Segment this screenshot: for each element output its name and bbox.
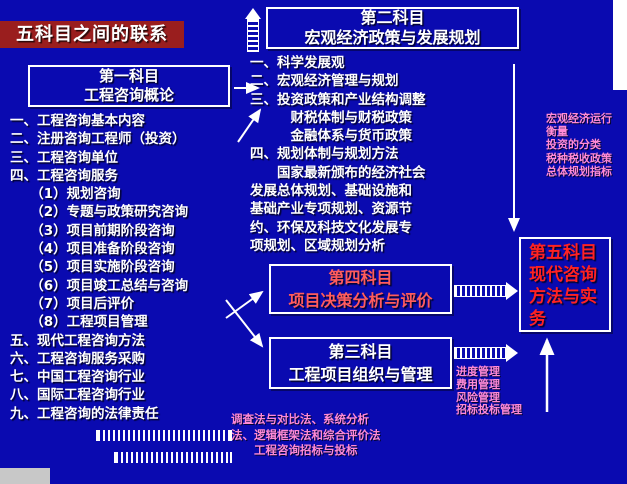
subject1-topic-item: （7）项目后评价 [10,295,135,312]
subject1-topic-item: 八、国际工程咨询行业 [10,387,145,404]
subject1-box: 第一科目 工程咨询概论 [28,65,230,107]
subject2-topic-item: 四、规划体制与规划方法 [250,146,399,163]
subject1-topic-item: 九、工程咨询的法律责任 [10,405,159,422]
arrow-head [506,344,518,362]
striped-connector-bar-top [96,430,232,441]
management-annotation-list: 进度管理费用管理风险管理招标投标管理 [456,365,522,417]
subject1-topic-item: 六、工程咨询服务采购 [10,350,145,367]
arrow-body [454,285,507,297]
subject2-subtitle: 宏观经济政策与发展规划 [304,28,481,47]
subject2-box: 第二科目 宏观经济政策与发展规划 [266,7,519,49]
macro-annotation-item: 衡量 [546,125,568,139]
arrow-body [454,347,507,359]
management-annotation-item: 招标投标管理 [456,403,522,417]
subject2-topic-item: 二、宏观经济管理与规划 [250,73,399,90]
subject3-name: 第三科目 [328,342,393,361]
methods-annotation-item: 调查法与对比法、系统分析 [231,412,369,426]
subject1-topic-list: 一、工程咨询基本内容二、注册咨询工程师（投资）三、工程咨询单位四、工程咨询服务 … [10,112,188,423]
subject1-topic-item: （6）项目竣工总结与咨询 [10,277,189,294]
arrow-up-striped-icon [245,8,261,52]
subject1-topic-item: （1）规划咨询 [10,186,121,203]
subject4-name: 第四科目 [328,268,393,287]
arrow-right-striped-subject3-to-subject5-icon [454,344,518,362]
subject1-name: 第一科目 [98,67,159,85]
subject1-subtitle: 工程咨询概论 [83,86,174,104]
arrow-list-to-subject3-icon [225,299,264,348]
subject4-box: 第四科目 项目决策分析与评价 [269,264,452,314]
subject1-topic-item: 七、中国工程咨询行业 [10,369,145,386]
arrow-body [247,19,259,52]
subject1-topic-item: （4）项目准备阶段咨询 [10,241,175,258]
macro-annotation-item: 税种税收政策 [546,151,612,165]
management-annotation-item: 进度管理 [456,365,500,378]
arrow-head [245,8,261,19]
arrow-head [506,282,518,300]
subject5-text-line: 现代咨询 [529,265,597,285]
macro-annotation-item: 总体规划指标 [546,164,612,178]
subject2-topic-item: 金融体系与货币政策 [250,128,412,145]
subject1-topic-item: 二、注册咨询工程师（投资） [10,131,186,148]
subject2-topic-item: 财税体制与财税政策 [250,109,412,126]
subject2-topic-item: 一、科学发展观 [250,55,345,71]
arrow-list-to-subject4-icon [225,290,264,319]
striped-connector-bar-bottom [114,452,232,463]
management-annotation-item: 费用管理 [456,377,500,391]
subject1-topic-item: 三、工程咨询单位 [10,149,118,166]
subject1-topic-item: （5）项目实施阶段咨询 [10,259,175,276]
subject5-text-line: 第五科目 [529,243,597,263]
subject2-topic-item: 三、投资政策和产业结构调整 [250,91,426,108]
subject1-topic-item: 一、工程咨询基本内容 [10,113,145,129]
subject2-topic-item: 发展总体规划、基础设施和 [250,183,412,200]
subject2-topic-item: 基础产业专项规划、资源节 [250,201,412,218]
subject3-subtitle: 工程项目组织与管理 [288,365,433,384]
arrow-right-striped-subject4-to-subject5-icon [454,282,518,300]
subject2-topic-list: 一、科学发展观二、宏观经济管理与规划三、投资政策和产业结构调整 财税体制与财税政… [250,54,426,255]
slide-title: 五科目之间的联系 [0,21,184,48]
methods-annotation-item: 工程咨询招标与投标 [231,443,358,457]
subject1-topic-item: 五、现代工程咨询方法 [10,332,145,349]
methods-annotation-list: 调查法与对比法、系统分析法、逻辑框架法和综合评价法 工程咨询招标与投标 [231,412,381,459]
subject2-topic-item: 约、环保及科技文化发展专 [250,219,412,236]
subject1-topic-item: （3）项目前期阶段咨询 [10,222,175,239]
subject3-box: 第三科目 工程项目组织与管理 [269,337,452,389]
subject5-box: 第五科目现代咨询方法与实务 [519,237,611,332]
subject1-topic-item: （2）专题与政策研究咨询 [10,204,189,221]
subject2-name: 第二科目 [360,8,425,27]
subject2-topic-item: 国家最新颁布的经济社会 [250,164,426,181]
management-annotation-item: 风险管理 [456,390,500,404]
macro-annotation-list: 宏观经济运行衡量投资的分类税种税收政策总体规划指标 [546,112,612,178]
subject1-topic-item: （8）工程项目管理 [10,314,148,331]
subject1-topic-item: 四、工程咨询服务 [10,167,118,184]
subject4-subtitle: 项目决策分析与评价 [288,291,433,310]
methods-annotation-item: 法、逻辑框架法和综合评价法 [231,427,381,442]
subject5-text-line: 方法与实 [529,287,597,307]
macro-annotation-item: 宏观经济运行 [546,112,612,125]
page-margin-bottom-left [0,468,50,484]
subject5-text-line: 务 [529,309,546,329]
subject2-topic-item: 项规划、区域规划分析 [250,237,385,254]
page-margin-top-right [613,0,627,90]
macro-annotation-item: 投资的分类 [546,138,601,152]
